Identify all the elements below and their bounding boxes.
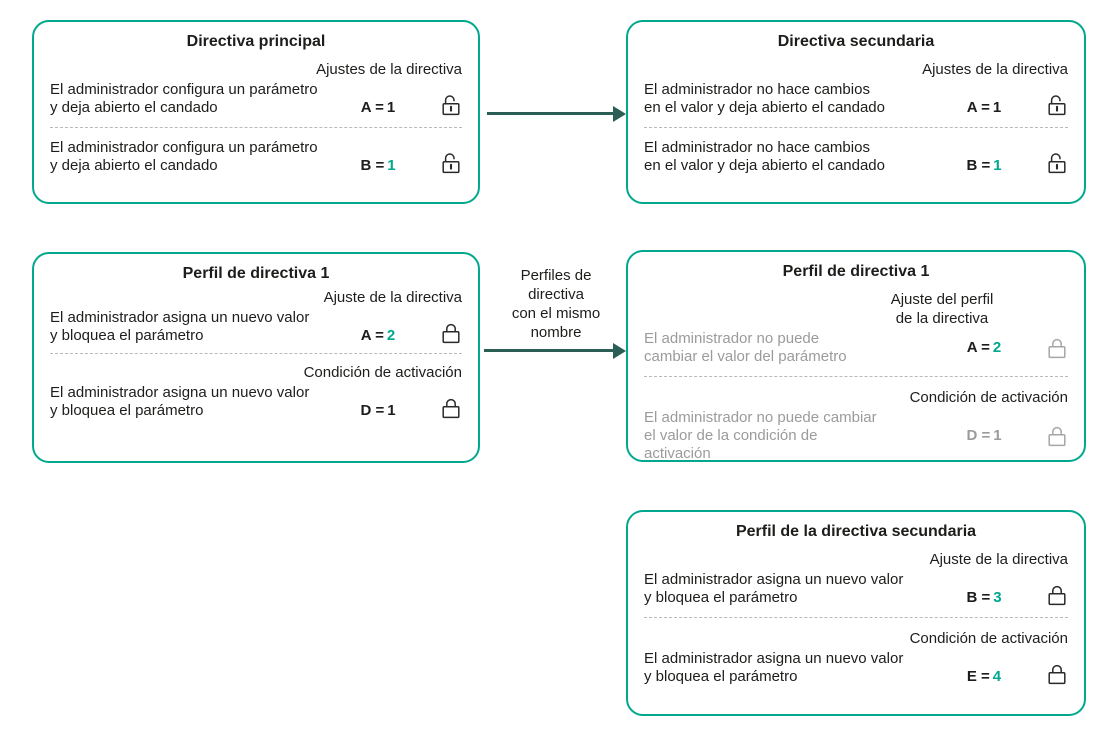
padlock-closed-icon (1048, 664, 1066, 685)
section-header: Condición de activación (303, 364, 462, 381)
policy-setting-row: El administrador configura un parámetro … (50, 139, 462, 175)
box-title: Perfil de la directiva secundaria (735, 523, 977, 540)
parameter-number: 3 (993, 589, 1002, 606)
row-description: El administrador no puede cambiar el val… (644, 330, 847, 365)
policy-setting-row: El administrador no hace cambios en el v… (644, 139, 1068, 175)
parameter-number: 2 (386, 327, 396, 344)
parameter-number: 1 (386, 99, 396, 116)
parameter-number: 1 (993, 427, 1002, 444)
policy-setting-row: Ajuste del perfil de la directiva El adm… (644, 290, 1068, 366)
padlock-icon (1030, 93, 1068, 117)
padlock-closed-icon (1048, 338, 1066, 359)
padlock-icon (424, 396, 462, 420)
parameter-value: B =1 (938, 157, 1030, 175)
parameter-number: 2 (992, 339, 1002, 356)
padlock-closed-icon (442, 323, 460, 344)
padlock-icon (424, 151, 462, 175)
padlock-icon (424, 93, 462, 117)
dashed-divider (644, 376, 1068, 377)
parameter-label: B = (966, 157, 991, 174)
section-header: Ajuste de la directiva (323, 289, 462, 306)
padlock-open-icon (1048, 153, 1066, 174)
parameter-number: 4 (992, 668, 1002, 685)
parameter-value: D =1 (332, 402, 424, 420)
section-header: Ajuste del perfil de la directiva (890, 291, 994, 327)
box-title: Perfil de directiva 1 (782, 263, 930, 280)
row-description: El administrador asigna un nuevo valor y… (644, 650, 904, 685)
parameter-label: A = (966, 339, 990, 356)
box-title: Directiva secundaria (777, 33, 935, 50)
box-title: Directiva principal (186, 33, 326, 50)
padlock-icon (1030, 662, 1068, 686)
padlock-open-icon (442, 95, 460, 116)
policy-profile-1-inherited-box: Perfil de directiva 1 Ajuste del perfil … (626, 250, 1086, 462)
parameter-label: A = (966, 99, 990, 116)
parameter-value: B =3 (938, 589, 1030, 607)
section-header: Ajuste de la directiva (929, 551, 1068, 568)
row-description: El administrador asigna un nuevo valor y… (644, 571, 904, 606)
policy-setting-row: Ajuste de la directiva El administrador … (644, 550, 1068, 607)
parameter-value: A =1 (332, 99, 424, 117)
dashed-divider (50, 127, 462, 128)
section-header: Ajustes de la directiva (922, 61, 1068, 78)
section-header: Condición de activación (909, 630, 1068, 647)
row-description: El administrador configura un parámetro … (50, 139, 318, 174)
row-description: El administrador no puede cambiar el val… (644, 409, 877, 462)
row-description: El administrador asigna un nuevo valor y… (50, 384, 310, 419)
parameter-value: A =1 (938, 99, 1030, 117)
activation-condition-row: Condición de activación El administrador… (50, 363, 462, 420)
padlock-closed-icon (1048, 585, 1066, 606)
secondary-policy-profile-box: Perfil de la directiva secundaria Ajuste… (626, 510, 1086, 716)
row-description: El administrador asigna un nuevo valor y… (50, 309, 310, 344)
parameter-label: D = (360, 402, 385, 419)
inheritance-arrow-top (487, 105, 626, 122)
policy-setting-row: Ajustes de la directiva El administrador… (644, 60, 1068, 117)
padlock-closed-icon (442, 398, 460, 419)
parameter-label: E = (966, 668, 990, 685)
policy-profile-1-box: Perfil de directiva 1 Ajuste de la direc… (32, 252, 480, 463)
section-header: Ajustes de la directiva (316, 61, 462, 78)
parameter-value: D =1 (938, 427, 1030, 445)
activation-condition-row: Condición de activación El administrador… (644, 388, 1068, 463)
parameter-label: A = (360, 99, 384, 116)
parameter-number: 1 (387, 157, 396, 174)
parameter-label: B = (966, 589, 991, 606)
padlock-icon (1030, 424, 1068, 448)
parameter-number: 1 (387, 402, 396, 419)
dashed-divider (50, 353, 462, 354)
row-description: El administrador no hace cambios en el v… (644, 139, 885, 174)
parameter-value: A =2 (938, 339, 1030, 357)
padlock-open-icon (442, 153, 460, 174)
policy-setting-row: Ajustes de la directiva El administrador… (50, 60, 462, 117)
padlock-open-icon (1048, 95, 1066, 116)
activation-condition-row: Condición de activación El administrador… (644, 629, 1068, 686)
parameter-value: E =4 (938, 668, 1030, 686)
parameter-value: B =1 (332, 157, 424, 175)
arrow-label: Perfiles de directiva con el mismo nombr… (511, 267, 601, 341)
row-description: El administrador configura un parámetro … (50, 81, 318, 116)
parameter-label: D = (966, 427, 991, 444)
parameter-label: A = (360, 327, 384, 344)
main-policy-box: Directiva principal Ajustes de la direct… (32, 20, 480, 204)
padlock-icon (1030, 336, 1068, 360)
padlock-icon (1030, 151, 1068, 175)
secondary-policy-box: Directiva secundaria Ajustes de la direc… (626, 20, 1086, 204)
section-header: Condición de activación (909, 389, 1068, 406)
parameter-number: 1 (993, 157, 1002, 174)
inheritance-arrow-middle (484, 342, 626, 359)
parameter-label: B = (360, 157, 385, 174)
row-description: El administrador no hace cambios en el v… (644, 81, 885, 116)
dashed-divider (644, 617, 1068, 618)
padlock-icon (424, 321, 462, 345)
dashed-divider (644, 127, 1068, 128)
policy-setting-row: Ajuste de la directiva El administrador … (50, 288, 462, 345)
padlock-closed-icon (1048, 426, 1066, 447)
box-title: Perfil de directiva 1 (182, 265, 330, 282)
padlock-icon (1030, 583, 1068, 607)
parameter-value: A =2 (332, 327, 424, 345)
parameter-number: 1 (992, 99, 1002, 116)
